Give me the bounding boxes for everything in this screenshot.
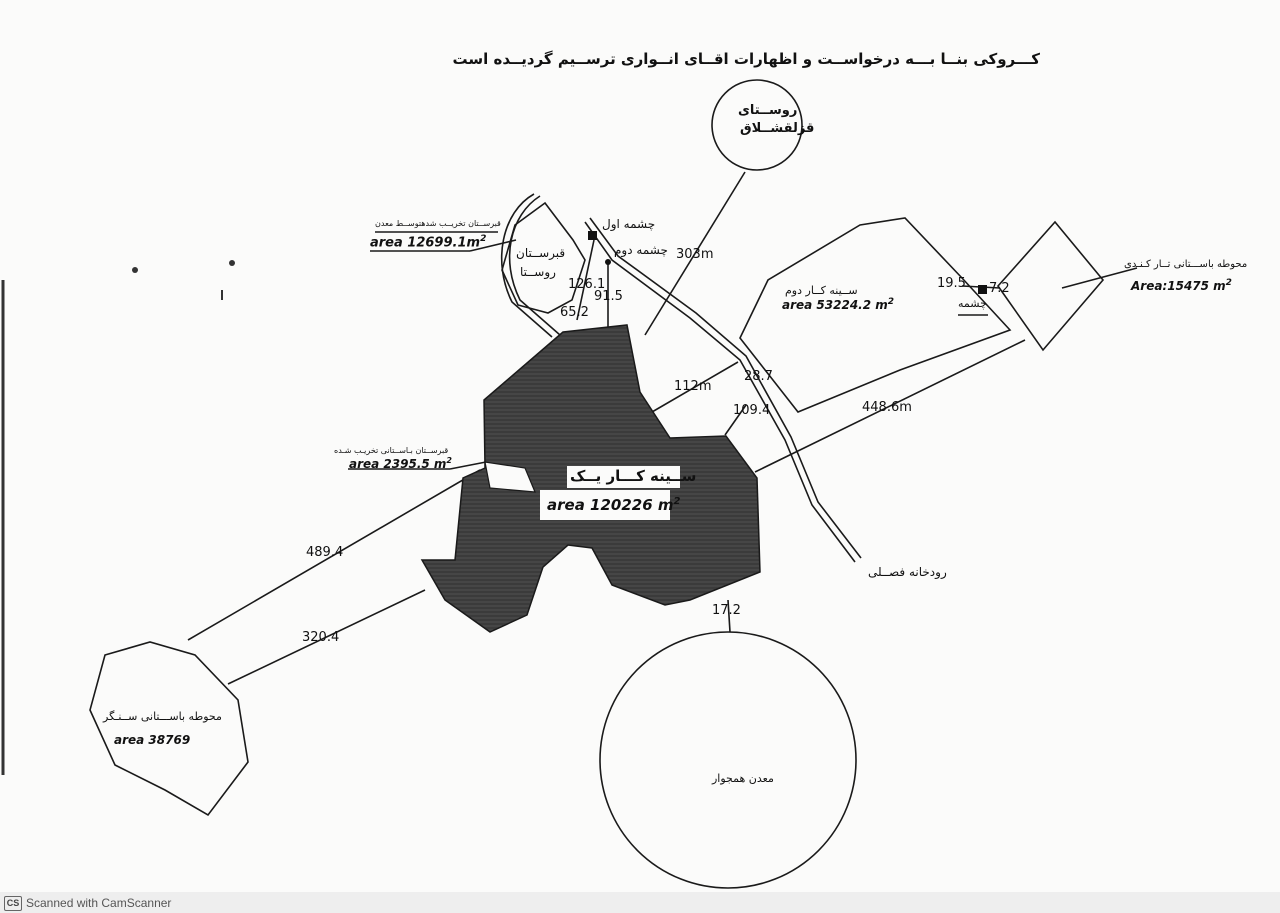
dist-320-line <box>227 589 426 685</box>
pit-one-area: area 120226 m2 <box>547 496 681 514</box>
distance-91: 91.5 <box>594 289 623 304</box>
village-name-line1: روســتای <box>738 103 798 118</box>
pit-one-label-box <box>567 466 680 488</box>
river-line-b <box>589 217 862 559</box>
dist-109-line <box>724 404 747 436</box>
pit-one-area-box <box>540 490 670 520</box>
sangar-site-name: محوطه باســـتانی ســنـگر <box>103 710 222 723</box>
dist-448-line <box>754 339 1026 473</box>
spring-second-label: چشمه دوم <box>614 243 668 257</box>
distance-65: 65.2 <box>560 305 589 320</box>
pit-two-shape <box>739 217 1012 413</box>
distance-7: 7.2 <box>989 281 1010 296</box>
sangar-site-shape <box>89 641 249 817</box>
sketch-drawing <box>1 79 1138 889</box>
dist-489-line <box>187 469 481 641</box>
adjacent-mine-label: معدن همجوار <box>712 772 774 785</box>
distance-126: 126.1 <box>568 277 606 292</box>
tarkandi-leader-line <box>1061 267 1138 289</box>
small-cemetery-caption: قبرســتان بـاســتانی تخریـب شـده <box>334 446 449 455</box>
sangar-site-area: area 38769 <box>114 733 191 747</box>
scanner-footer: CS Scanned with CamScanner <box>0 892 1280 913</box>
cemetery-area: area 12699.1m2 <box>370 234 487 251</box>
village-leader-line <box>644 171 746 336</box>
distance-320: 320.4 <box>302 630 340 645</box>
village-name-line2: قزلقشــلاق <box>740 121 815 136</box>
road-left-a <box>508 195 561 336</box>
spring1-marker <box>588 231 597 240</box>
distance-303: 303m <box>676 247 714 262</box>
distance-19: 19.5 <box>937 276 966 291</box>
road-left-b <box>500 193 553 338</box>
scan-speck <box>132 267 138 273</box>
dist-112-line <box>651 361 739 413</box>
spring2-marker <box>605 259 611 265</box>
spring3-marker <box>978 285 987 294</box>
small-cemetery-shape <box>484 461 536 493</box>
map-title: کـــروکی بنــا بـــه درخواســت و اظهارات… <box>452 50 1040 68</box>
tarkandi-site-area: Area:15475 m2 <box>1131 278 1232 293</box>
river-line-a <box>584 221 856 563</box>
spring-first-label: چشمه اول <box>602 217 656 231</box>
pit-one-name: ســینه کـــار یــک <box>570 467 697 485</box>
river-label: رودخانه فصــلی <box>868 565 947 579</box>
pit-two-name: ســینه کــار دوم <box>785 284 858 297</box>
small-cemetery-area: area 2395.5 m2 <box>349 456 452 471</box>
cemetery-name-line1: قبرســتان <box>516 246 566 260</box>
distance-489: 489.4 <box>306 545 344 560</box>
pit-two-area: area 53224.2 m2 <box>782 297 895 312</box>
cemetery-name-line2: روســتا <box>520 265 556 279</box>
cemetery-leader-line <box>469 239 517 252</box>
distance-112: 112m <box>674 379 712 394</box>
village-circle <box>711 79 803 171</box>
tarkandi-site-name: محوطه باســـتانی تــار کـنـدی <box>1124 259 1248 270</box>
tarkandi-site-shape <box>996 220 1105 352</box>
distance-28: 28.7 <box>744 369 773 384</box>
distance-109: 109.4 <box>733 403 771 418</box>
small-cemetery-leader <box>449 461 487 470</box>
distance-448: 448.6m <box>862 400 912 415</box>
cemetery-caption: قبرســتان تخریــب شدهتوســط معدن <box>375 219 501 228</box>
scanner-watermark-text: Scanned with CamScanner <box>26 896 172 910</box>
spring1-distance-line <box>576 239 595 321</box>
camscanner-logo-icon: CS <box>4 896 22 911</box>
adjacent-mine-circle <box>599 631 857 889</box>
scan-speck <box>229 260 235 266</box>
distance-17: 17.2 <box>712 603 741 618</box>
spring-third-label: چشمه <box>958 297 987 310</box>
dist-17-line <box>727 599 731 633</box>
